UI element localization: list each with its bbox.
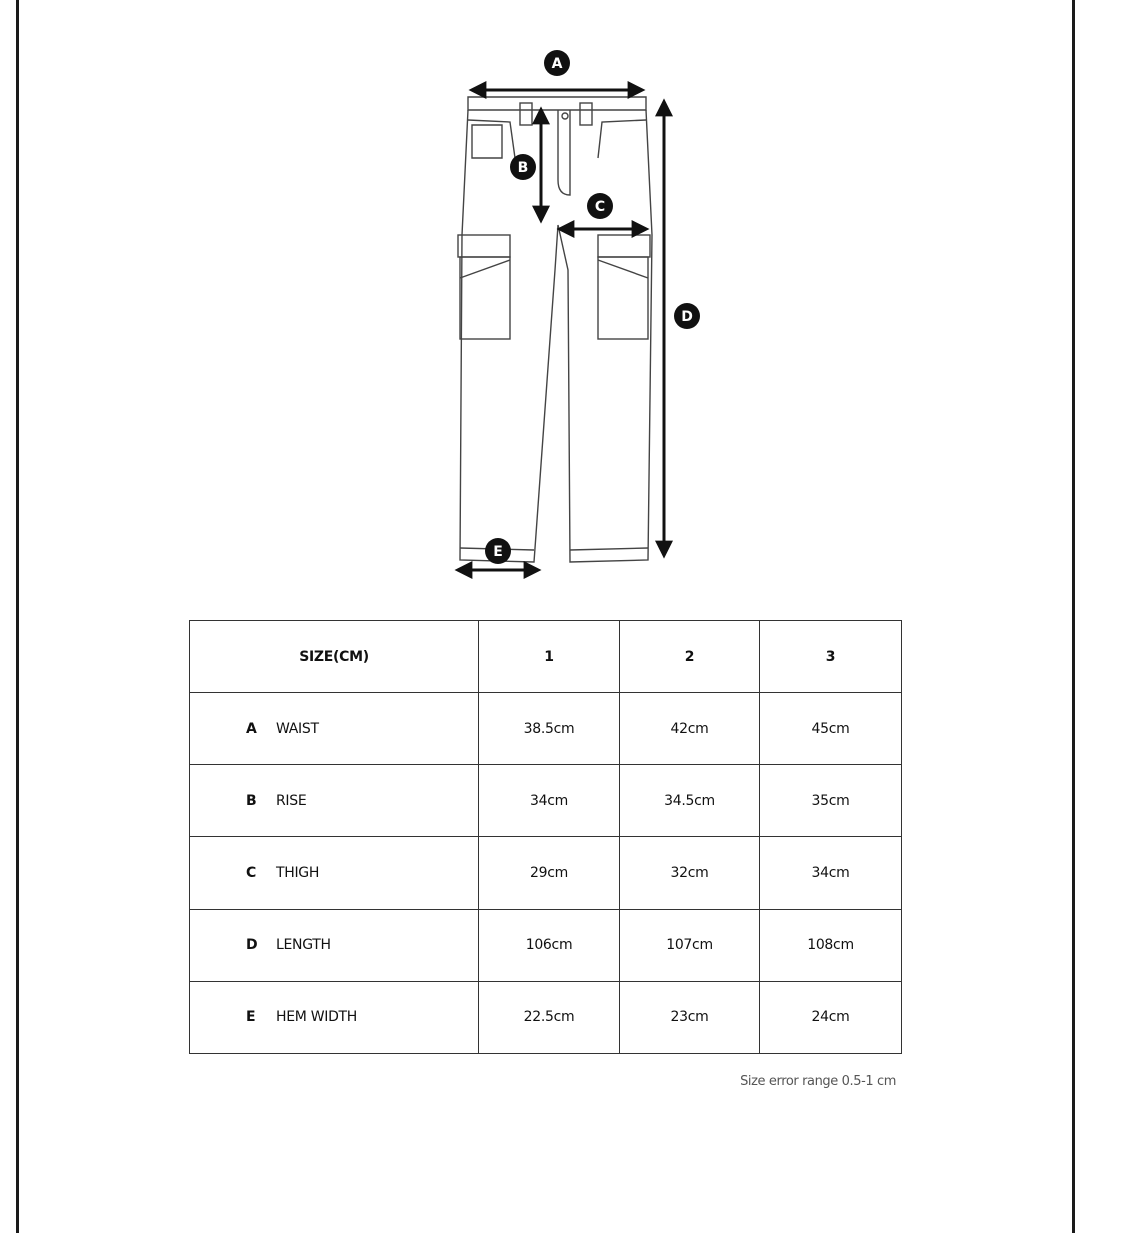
table-cell: 22.5cm [478,980,620,1055]
table-row: C THIGH 29cm 32cm 34cm [189,836,902,910]
svg-text:C: C [595,199,605,215]
marker-e: E [485,538,511,564]
row-name: HEM WIDTH [276,1009,358,1026]
svg-text:A: A [552,56,563,72]
row-label: C THIGH [189,836,479,910]
row-code: D [246,937,258,954]
row-name: WAIST [276,720,319,737]
svg-text:D: D [681,309,693,325]
header-size-label: SIZE(CM) [189,619,479,694]
table-row: D LENGTH 106cm 107cm 108cm [189,908,902,982]
table-cell: 106cm [478,908,620,982]
measurement-arrows [454,81,673,579]
table-cell: 23cm [619,980,760,1055]
header-size-1: 1 [478,619,620,694]
table-cell: 32cm [619,836,760,910]
table-cell: 42cm [619,692,760,766]
table-row: E HEM WIDTH 22.5cm 23cm 24cm [189,980,902,1055]
svg-text:B: B [518,160,529,176]
row-label: B RISE [189,764,479,838]
row-name: LENGTH [276,937,331,954]
svg-text:E: E [493,544,503,560]
pants-illustration [457,96,653,563]
row-name: THIGH [276,865,320,882]
row-code: B [246,792,257,809]
table-row: B RISE 34cm 34.5cm 35cm [189,764,902,838]
row-label: D LENGTH [189,908,479,982]
row-label: E HEM WIDTH [189,980,479,1055]
table-header-row: SIZE(CM) 1 2 3 [189,619,902,694]
table-cell: 107cm [619,908,760,982]
frame-left-border [16,0,19,1233]
row-name: RISE [276,792,307,809]
table-cell: 34cm [478,764,620,838]
marker-c: C [587,193,613,219]
marker-b: B [510,154,536,180]
size-table: SIZE(CM) 1 2 3 A WAIST 38.5cm 42cm 45cm B… [189,619,902,1055]
table-cell: 24cm [759,980,902,1055]
row-label: A WAIST [189,692,479,766]
row-code: C [246,865,256,882]
table-cell: 35cm [759,764,902,838]
frame-right-border [1072,0,1075,1233]
header-size-3: 3 [759,619,902,694]
table-cell: 34cm [759,836,902,910]
row-code: E [246,1009,256,1026]
header-size-2: 2 [619,619,760,694]
table-cell: 108cm [759,908,902,982]
marker-d: D [674,303,700,329]
table-cell: 29cm [478,836,620,910]
table-cell: 34.5cm [619,764,760,838]
size-error-note: Size error range 0.5-1 cm [740,1074,896,1089]
pants-measurement-diagram: A B C D E [440,40,720,590]
table-cell: 38.5cm [478,692,620,766]
marker-a: A [544,50,570,76]
row-code: A [246,720,257,737]
table-cell: 45cm [759,692,902,766]
table-row: A WAIST 38.5cm 42cm 45cm [189,692,902,766]
